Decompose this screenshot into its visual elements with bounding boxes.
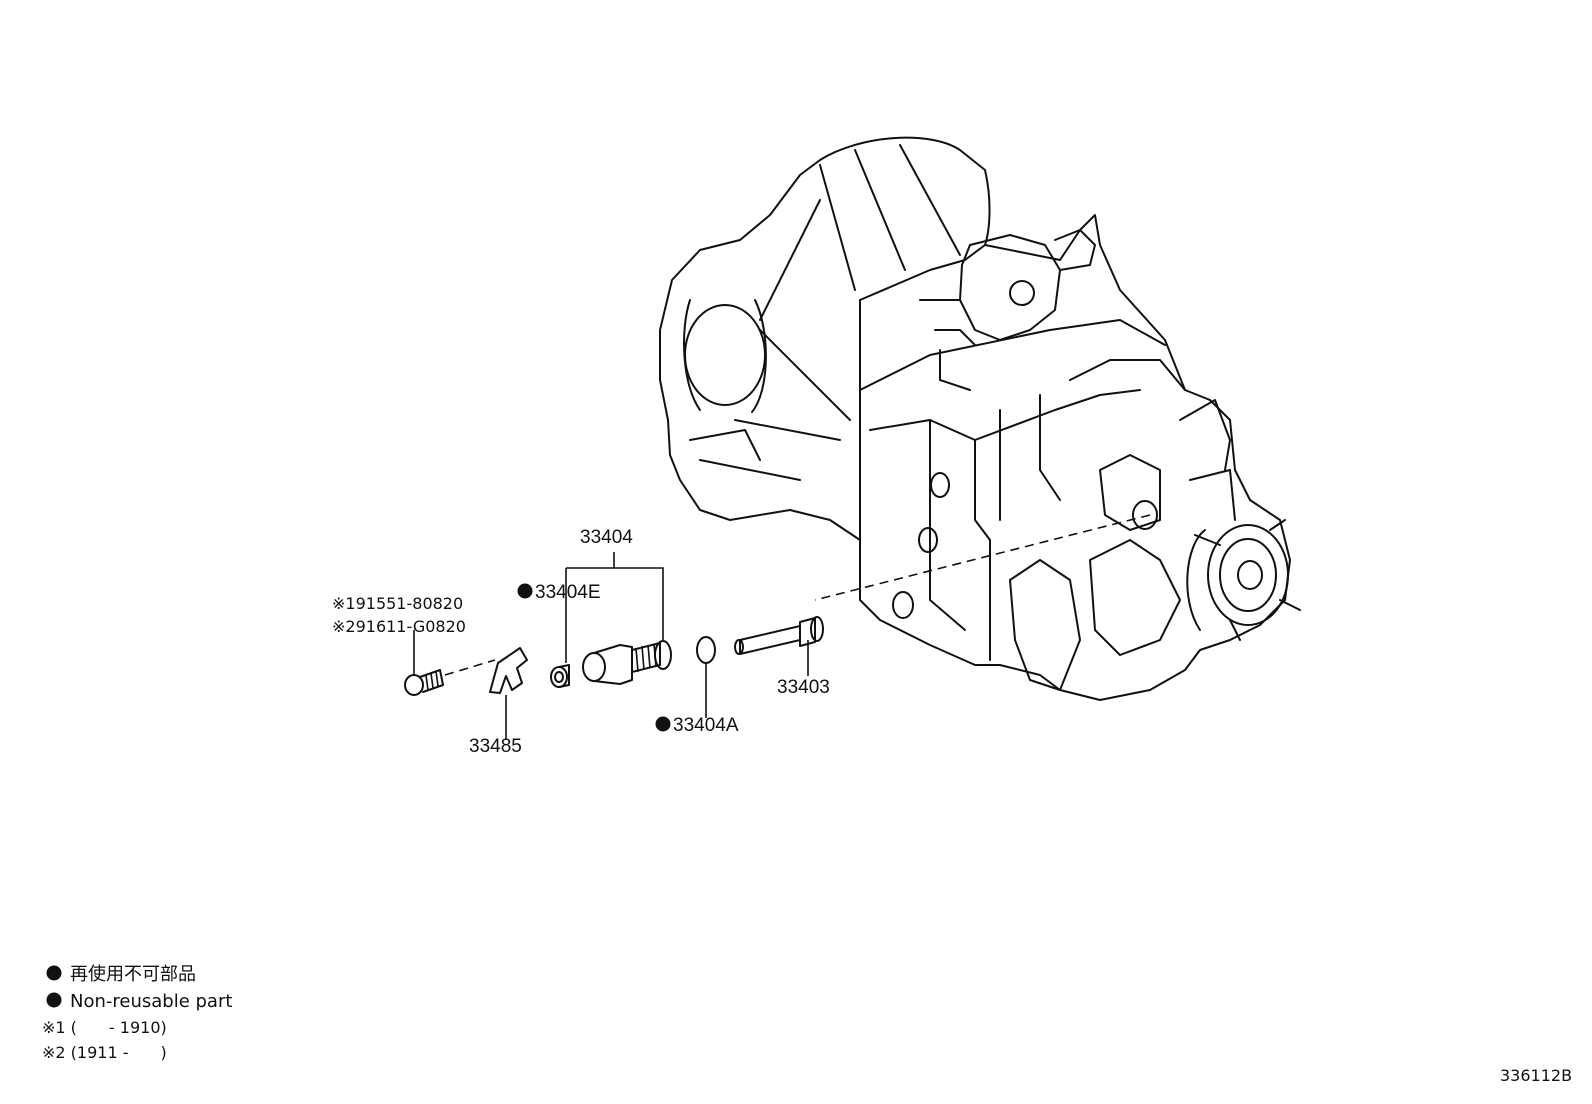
bolt-note-1: ※191551-80820 <box>332 594 463 613</box>
bolt-part <box>404 669 444 696</box>
collar-part <box>550 664 570 688</box>
transmission-assembly <box>659 136 1301 701</box>
non-reusable-dot-33404A <box>655 716 671 732</box>
figure-id: 336112B <box>1500 1066 1572 1085</box>
legend-en: Non-reusable part <box>70 991 232 1012</box>
legend-dot-jp <box>46 965 62 981</box>
callout-33403: 33403 <box>777 677 830 698</box>
legend: 再使用不可部品 Non-reusable part ※1 ( - 1910) ※… <box>42 964 232 1062</box>
legend-dot-en <box>46 992 62 1008</box>
legend-range-1: ※1 ( - 1910) <box>42 1018 167 1037</box>
callout-33404A: 33404A <box>673 715 739 736</box>
leader-lines <box>413 552 809 740</box>
callout-33404E: 33404E <box>535 582 601 603</box>
non-reusable-dot-33404E <box>517 583 533 599</box>
callout-33404: 33404 <box>580 527 633 548</box>
sleeve-part <box>734 616 824 655</box>
clip-part <box>489 647 528 694</box>
legend-range-2: ※2 (1911 - ) <box>42 1043 167 1062</box>
driven-gear-part <box>582 640 672 685</box>
assembly-line-main <box>814 514 1151 601</box>
callout-33485: 33485 <box>469 736 522 757</box>
o-ring-part <box>696 636 716 664</box>
assembly-line-bolt <box>444 659 496 676</box>
legend-jp: 再使用不可部品 <box>70 964 196 985</box>
bolt-note-2: ※291611-G0820 <box>332 617 466 636</box>
